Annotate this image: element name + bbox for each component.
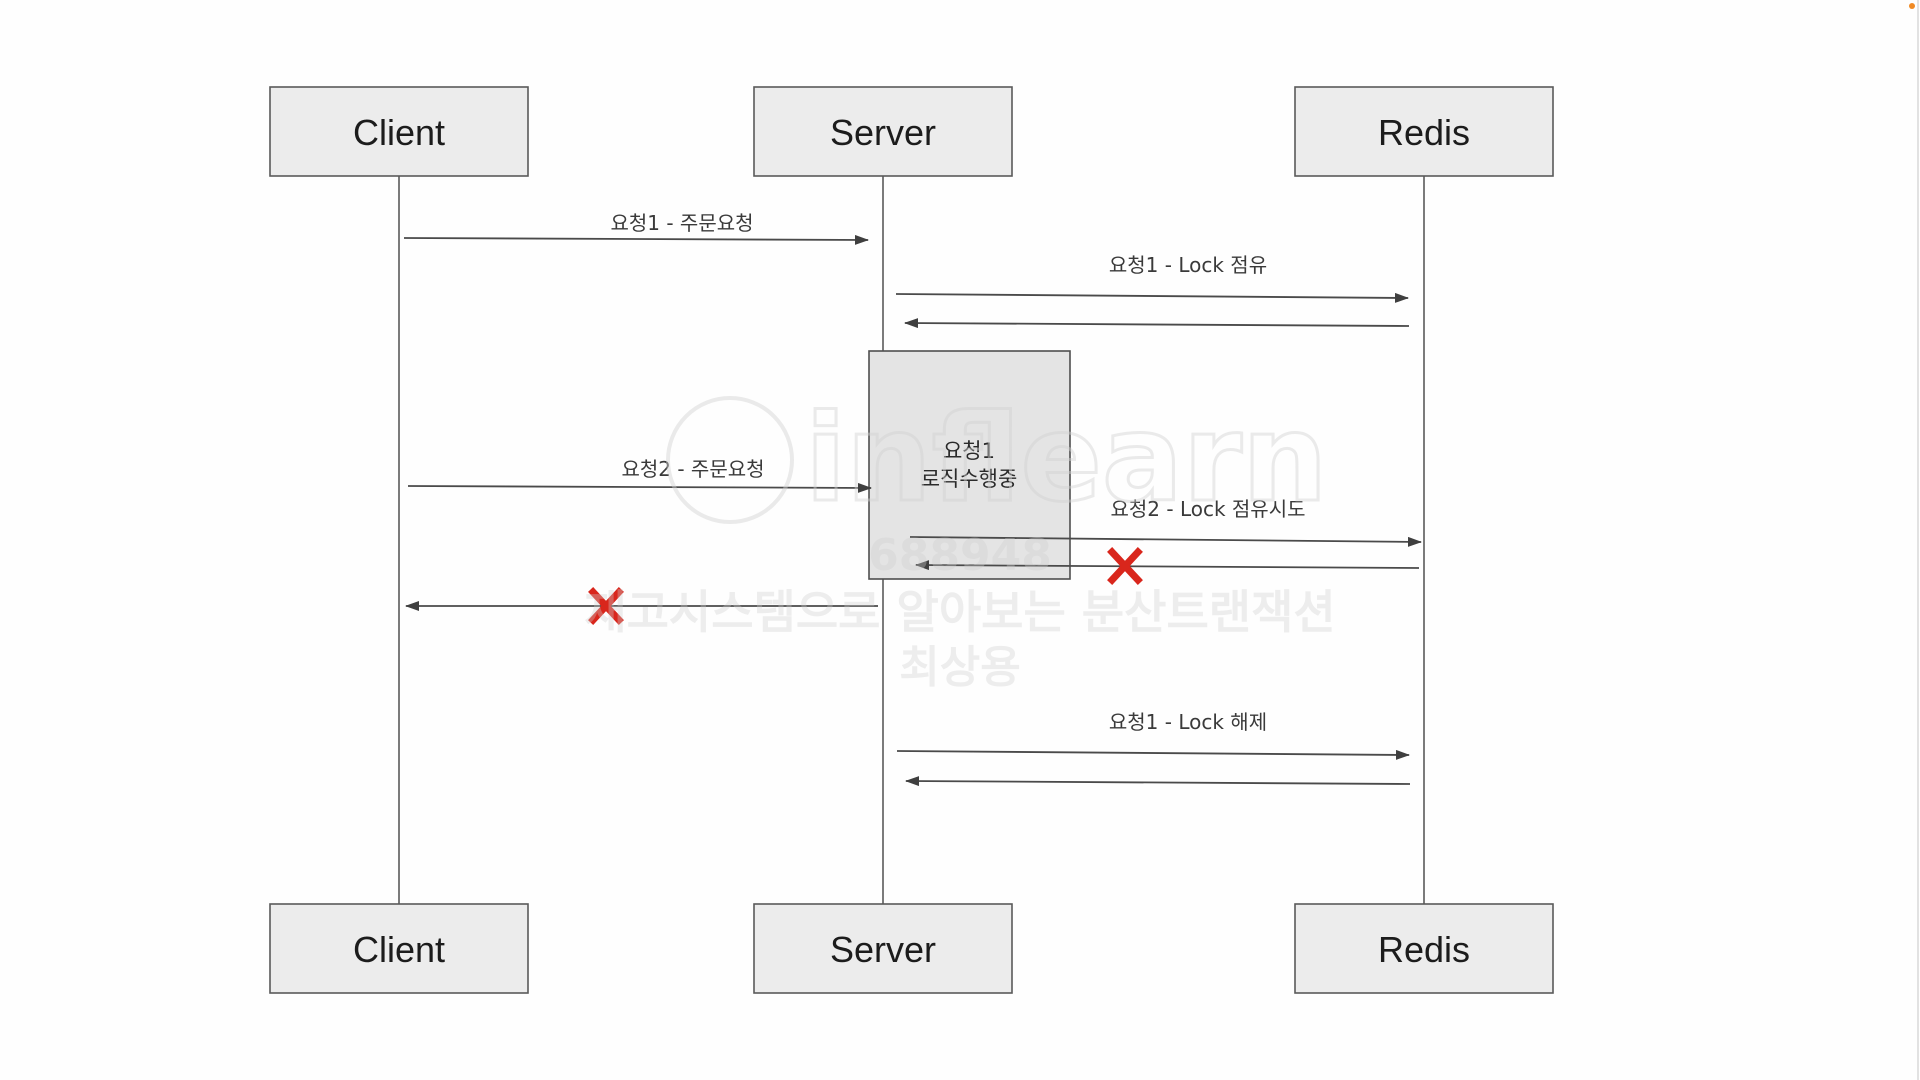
message-req2-lock: 요청2 - Lock 점유시도 <box>909 497 1422 547</box>
message-req2-order: 요청2 - 주문요청 <box>407 457 872 493</box>
actor-label: Client <box>353 112 445 153</box>
actor-label: Redis <box>1378 112 1470 153</box>
message-req2-order-reply <box>405 587 878 625</box>
server-activation: 요청1 로직수행중 <box>868 350 1071 580</box>
watermark-author: 최상용 <box>899 642 1020 693</box>
watermark-course: 재고시스템으로 알아보는 분산트랜잭션 <box>584 585 1335 639</box>
activation-line-2: 로직수행중 <box>921 467 1018 491</box>
actor-client-bottom: Client <box>269 903 529 994</box>
actor-client-top: Client <box>269 86 529 177</box>
actor-label: Server <box>830 112 936 153</box>
failure-x-icon <box>588 587 624 625</box>
corner-indicator-dot <box>1909 3 1915 9</box>
activation-line-1: 요청1 <box>943 439 995 463</box>
actor-redis-bottom: Redis <box>1294 903 1554 994</box>
message-label: 요청1 - Lock 해제 <box>1109 710 1267 734</box>
actor-label: Redis <box>1378 929 1470 970</box>
message-req2-lock-reply <box>915 547 1420 585</box>
actor-label: Client <box>353 929 445 970</box>
actor-redis-top: Redis <box>1294 86 1554 177</box>
message-req1-order: 요청1 - 주문요청 <box>403 211 869 245</box>
message-label: 요청2 - 주문요청 <box>621 457 764 481</box>
message-label: 요청2 - Lock 점유시도 <box>1110 497 1305 521</box>
message-req1-unlock-reply <box>905 776 1411 787</box>
message-label: 요청1 - 주문요청 <box>610 211 753 235</box>
message-label: 요청1 - Lock 점유 <box>1109 253 1267 277</box>
message-req1-lock: 요청1 - Lock 점유 <box>895 253 1409 303</box>
failure-x-icon <box>1107 547 1143 585</box>
message-req1-lock-reply <box>904 318 1410 329</box>
actor-server-top: Server <box>753 86 1013 177</box>
actor-server-bottom: Server <box>753 903 1013 994</box>
actor-label: Server <box>830 929 936 970</box>
message-req1-unlock: 요청1 - Lock 해제 <box>896 710 1410 760</box>
